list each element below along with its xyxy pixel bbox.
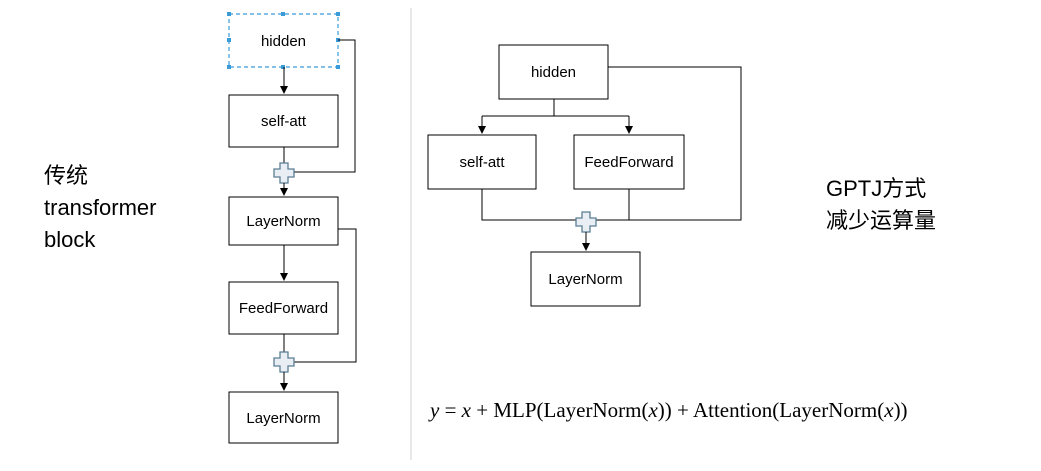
gptj-adder bbox=[575, 211, 597, 233]
gptj-self-att-label: self-att bbox=[459, 154, 505, 171]
left-caption: 传统 transformer block bbox=[44, 160, 156, 256]
trad-self-att-label: self-att bbox=[261, 113, 307, 130]
trad-hidden-label: hidden bbox=[261, 33, 306, 50]
gptj-feedforward-label: FeedForward bbox=[584, 154, 673, 171]
trad-adder-2 bbox=[273, 351, 295, 373]
formula-x2: x bbox=[648, 398, 658, 422]
trad-feedforward-box[interactable] bbox=[228, 281, 339, 335]
trad-residual-2 bbox=[294, 228, 357, 363]
trad-hidden-box[interactable] bbox=[228, 13, 339, 68]
formula-y: y bbox=[430, 398, 440, 422]
trad-feedforward-label: FeedForward bbox=[239, 300, 328, 317]
gptj-feedforward-box[interactable] bbox=[573, 134, 685, 190]
formula-eq: = bbox=[439, 398, 462, 422]
formula-close: )) bbox=[893, 398, 908, 422]
left-caption-line3: block bbox=[44, 227, 96, 252]
gptj-hidden-label: hidden bbox=[531, 64, 576, 81]
trad-self-att-box[interactable] bbox=[228, 94, 339, 148]
formula-mlp: + MLP(LayerNorm( bbox=[471, 398, 649, 422]
gptj-layernorm-label: LayerNorm bbox=[548, 271, 622, 288]
left-caption-line2: transformer bbox=[44, 195, 157, 220]
gptj-block: hidden self-att FeedForward LayerNorm bbox=[427, 44, 742, 307]
trad-layernorm-1-label: LayerNorm bbox=[246, 213, 320, 230]
trad-layernorm-2-label: LayerNorm bbox=[246, 410, 320, 427]
gptj-formula: y = x + MLP(LayerNorm(x)) + Attention(La… bbox=[430, 398, 908, 423]
left-caption-line1: 传统 bbox=[44, 163, 89, 188]
gptj-merge-residual bbox=[481, 66, 742, 221]
trad-adder-1 bbox=[273, 162, 295, 184]
trad-layernorm-1-box[interactable] bbox=[228, 196, 339, 246]
trad-residual-1 bbox=[294, 39, 356, 173]
formula-attention: )) + Attention(LayerNorm( bbox=[657, 398, 885, 422]
right-caption-line2: 减少运算量 bbox=[826, 208, 937, 233]
right-caption: GPTJ方式 减少运算量 bbox=[826, 173, 936, 237]
gptj-layernorm-box[interactable] bbox=[530, 251, 641, 307]
formula-x1: x bbox=[461, 398, 471, 422]
formula-x3: x bbox=[884, 398, 894, 422]
trad-layernorm-2-box[interactable] bbox=[228, 391, 339, 444]
right-caption-line1: GPTJ方式 bbox=[826, 176, 927, 201]
traditional-block: hidden self-att LayerNorm FeedForward bbox=[227, 12, 357, 444]
